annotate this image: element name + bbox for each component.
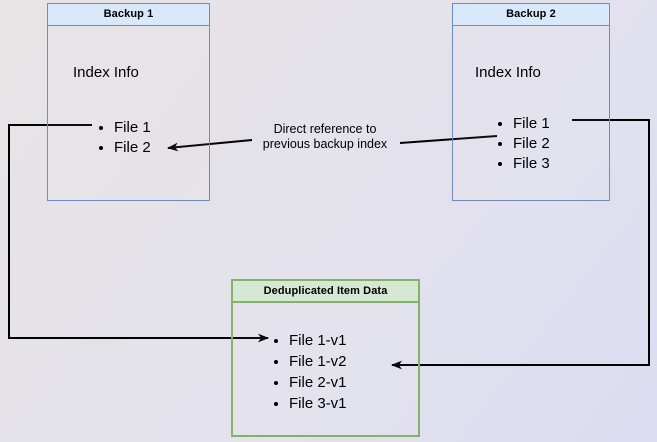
dedup-body: File 1-v1 File 1-v2 File 2-v1 File 3-v1 (233, 303, 418, 435)
list-item: File 1-v2 (289, 351, 347, 372)
list-item: File 1 (114, 118, 151, 138)
backup1-body: Index Info File 1 File 2 (48, 26, 209, 200)
deduplicated-item-data-box[interactable]: Deduplicated Item Data File 1-v1 File 1-… (231, 279, 420, 437)
list-item: File 2 (513, 134, 550, 154)
backup1-box[interactable]: Backup 1 Index Info File 1 File 2 (47, 3, 210, 201)
list-item: File 1-v1 (289, 330, 347, 351)
backup2-file-list: File 1 File 2 File 3 (495, 114, 550, 174)
list-item: File 1 (513, 114, 550, 134)
dedup-item-list: File 1-v1 File 1-v2 File 2-v1 File 3-v1 (271, 330, 347, 414)
backup1-file-list: File 1 File 2 (96, 118, 151, 158)
list-item: File 2-v1 (289, 372, 347, 393)
backup2-box[interactable]: Backup 2 Index Info File 1 File 2 File 3 (452, 3, 610, 201)
backup2-header: Backup 2 (453, 4, 609, 26)
direct-reference-line-2: previous backup index (262, 137, 388, 151)
backup1-header: Backup 1 (48, 4, 209, 26)
list-item: File 3-v1 (289, 393, 347, 414)
backup1-index-info-label: Index Info (73, 64, 139, 81)
dedup-header: Deduplicated Item Data (233, 281, 418, 303)
list-item: File 3 (513, 154, 550, 174)
direct-reference-label: Direct reference to previous backup inde… (248, 122, 402, 152)
backup2-body: Index Info File 1 File 2 File 3 (453, 26, 609, 200)
list-item: File 2 (114, 138, 151, 158)
direct-reference-line-1: Direct reference to (273, 122, 377, 136)
backup2-index-info-label: Index Info (475, 64, 541, 81)
